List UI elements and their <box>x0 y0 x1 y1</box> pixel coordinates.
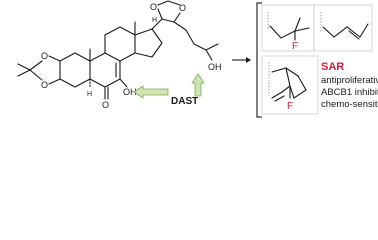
bracket-left <box>256 2 262 118</box>
reaction-arrow-head <box>246 57 251 63</box>
activity-chemo-sensitizer: chemo-sensitizer <box>321 99 378 110</box>
ketal-a-methyl-1 <box>17 63 31 71</box>
product-c-double-bond <box>274 95 285 102</box>
product-b-double-bond <box>348 30 360 40</box>
reaction-scheme: O H OH H O O O O OH DAST <box>17 0 378 118</box>
product-a-box <box>261 4 315 52</box>
side-chain-methyl <box>205 43 219 51</box>
ketal-b-oxygen-1: O <box>150 2 157 12</box>
product-c-fluorine: F <box>287 101 293 112</box>
ketal-b-bond-1 <box>157 8 163 20</box>
reaction-arrow <box>232 57 251 63</box>
ketal-a-methyl-2 <box>17 69 31 77</box>
sar-summary: SAR antiproliferative ABCB1 inhibitor ch… <box>321 61 378 110</box>
product-b <box>313 4 373 52</box>
product-c-cyclopentane <box>289 75 307 99</box>
product-a-fluorine: F <box>292 41 298 52</box>
product-b-box <box>313 4 373 52</box>
product-b-methyl <box>359 23 369 38</box>
product-a-methyl-2 <box>294 27 310 32</box>
h5-label: H <box>87 91 92 98</box>
product-bracket <box>256 2 262 118</box>
ketal-b-bond-2 <box>173 12 181 23</box>
activity-abcb1-inhibitor: ABCB1 inhibitor <box>321 87 378 98</box>
oh-ring-bond <box>119 78 128 88</box>
sar-title: SAR <box>321 61 344 73</box>
ketone-oxygen: O <box>102 100 109 110</box>
dast-annotation: DAST <box>133 73 205 107</box>
product-a-chain <box>269 25 296 39</box>
ketal-b-carbon <box>157 0 181 6</box>
side-chain-body <box>173 21 207 51</box>
product-a-methyl-1 <box>294 17 301 32</box>
product-c-ring-fusion <box>285 67 291 87</box>
arrow-to-ring-oh <box>133 85 169 99</box>
ring-d-bonds <box>134 28 163 58</box>
dast-label: DAST <box>171 96 198 107</box>
activity-antiproliferative: antiproliferative <box>321 75 378 86</box>
ketal-b-oxygen-2: O <box>179 3 186 13</box>
product-c: F <box>261 55 319 115</box>
arrow-to-chain-oh <box>191 73 205 97</box>
h17-label: H <box>152 17 157 24</box>
ketal-a-bond-2 <box>48 78 61 85</box>
oh-ring-label: OH <box>123 87 137 97</box>
ketal-a-oxygen-1: O <box>41 51 48 61</box>
side-chain-oh-bond <box>205 49 213 61</box>
ring-c-bonds <box>104 26 136 62</box>
product-b-chain <box>322 26 361 38</box>
product-a: F <box>261 4 315 52</box>
ring-b-bonds <box>89 52 121 88</box>
steroid-molecule: O H OH H O O O O OH <box>17 0 222 110</box>
ketal-a-bond-1 <box>48 55 61 62</box>
scheme-canvas: O H OH H O O O O OH DAST <box>17 0 378 118</box>
product-c-lower <box>271 85 291 99</box>
oh-chain-label: OH <box>208 62 222 72</box>
ring-a-bonds <box>59 52 91 88</box>
ketal-a-carbon <box>29 60 43 81</box>
ketal-a-oxygen-2: O <box>41 80 48 90</box>
